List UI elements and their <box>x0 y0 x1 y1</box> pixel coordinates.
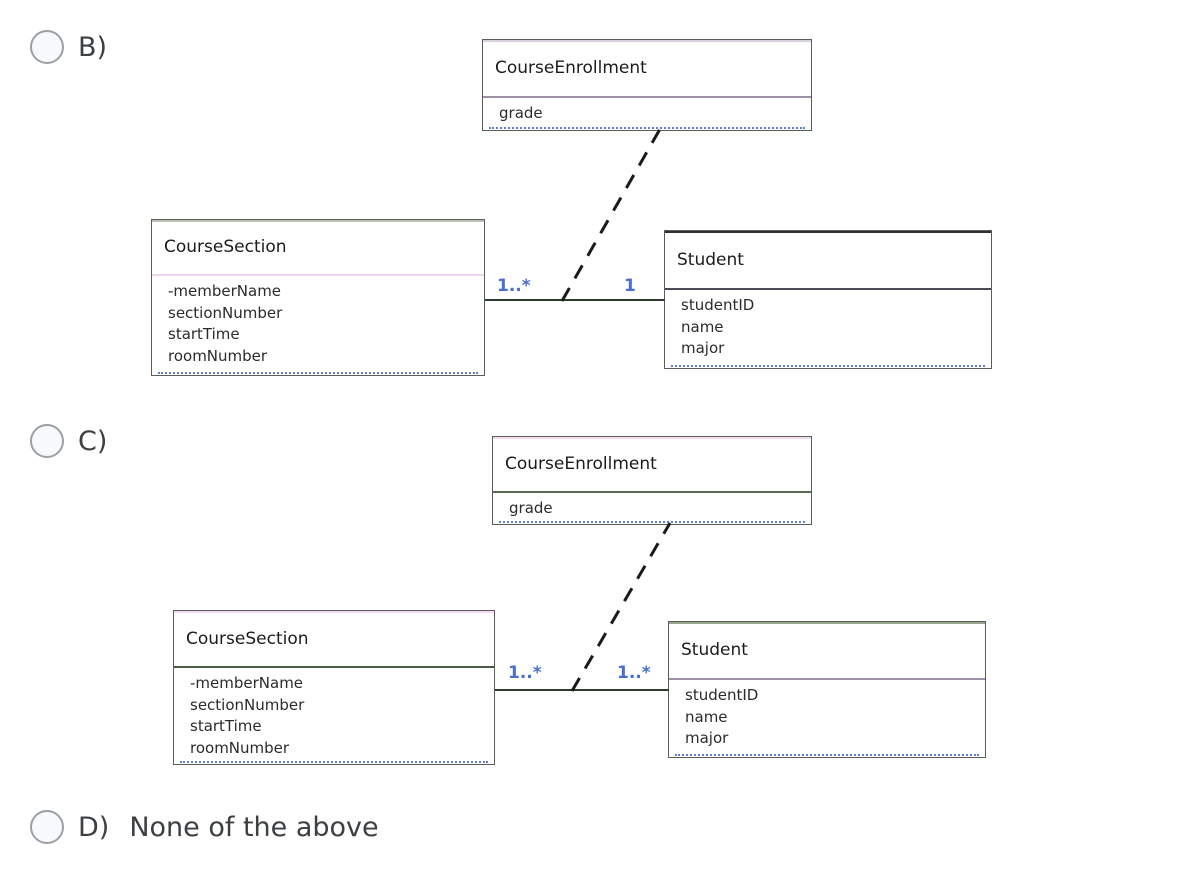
uml-attribute: studentID <box>681 296 755 314</box>
multiplicity-left-b: 1..* <box>497 276 531 296</box>
uml-attribute: name <box>685 707 728 726</box>
radio-button-d[interactable] <box>30 810 64 844</box>
uml-class-title: CourseEnrollment <box>495 58 647 78</box>
uml-class-course-section-c: CourseSection -memberName sectionNumber … <box>173 610 495 765</box>
uml-attribute: major <box>681 339 725 357</box>
option-letter-b: B) <box>78 31 108 63</box>
uml-attribute: grade <box>499 104 543 122</box>
box-top-accent-stripe <box>152 220 484 222</box>
attribute-dotted-rule <box>158 372 478 374</box>
uml-attribute: sectionNumber <box>190 695 305 714</box>
box-compartment-divider <box>483 96 811 98</box>
association-line-b <box>485 299 665 301</box>
box-top-accent-stripe <box>665 231 991 233</box>
box-compartment-divider <box>174 666 494 668</box>
uml-class-course-enrollment-b: CourseEnrollment grade <box>482 39 812 131</box>
uml-class-title: CourseEnrollment <box>505 454 657 474</box>
multiplicity-left-c: 1..* <box>508 663 542 683</box>
uml-class-course-enrollment-c: CourseEnrollment grade <box>492 436 812 525</box>
option-row-d[interactable]: D) None of the above <box>30 810 379 844</box>
uml-attributes-compartment: -memberName sectionNumber startTime room… <box>174 666 494 766</box>
uml-attribute: grade <box>509 499 553 517</box>
attribute-dotted-rule <box>499 521 805 523</box>
uml-attributes-compartment: grade <box>493 491 811 526</box>
radio-button-b[interactable] <box>30 30 64 64</box>
uml-attribute: startTime <box>168 325 240 343</box>
box-compartment-divider <box>665 288 991 290</box>
uml-class-title: Student <box>681 640 748 660</box>
uml-class-title: Student <box>677 249 744 270</box>
multiplicity-right-c: 1..* <box>617 663 651 683</box>
association-class-dashed-link-b <box>560 128 662 302</box>
uml-attributes-compartment: studentID name major <box>665 288 991 370</box>
uml-class-course-section-b: CourseSection -memberName sectionNumber … <box>151 219 485 376</box>
option-row-c[interactable]: C) <box>30 424 107 458</box>
option-text-d: None of the above <box>129 811 379 843</box>
uml-attribute: sectionNumber <box>168 303 283 322</box>
uml-attribute: major <box>685 729 729 747</box>
attribute-dotted-rule <box>675 754 979 756</box>
attribute-dotted-rule <box>671 365 985 367</box>
box-compartment-divider <box>152 274 484 276</box>
uml-attribute: -memberName <box>168 282 282 300</box>
association-line-c <box>495 689 669 691</box>
uml-attribute: name <box>681 317 724 336</box>
box-top-accent-stripe <box>669 622 985 624</box>
box-top-accent-stripe <box>483 40 811 42</box>
uml-attributes-compartment: grade <box>483 96 811 132</box>
box-top-accent-stripe <box>493 437 811 439</box>
uml-class-student-b: Student studentID name major <box>664 230 992 369</box>
attribute-dotted-rule <box>489 127 805 129</box>
uml-attribute: -memberName <box>190 674 304 692</box>
box-compartment-divider <box>669 678 985 680</box>
uml-class-title: CourseSection <box>164 237 287 257</box>
uml-attributes-compartment: studentID name major <box>669 678 985 759</box>
uml-attribute: startTime <box>190 717 262 735</box>
option-letter-d: D) <box>78 811 110 843</box>
uml-attribute: roomNumber <box>168 346 268 365</box>
multiplicity-right-b: 1 <box>624 276 636 296</box>
uml-class-title: CourseSection <box>186 628 309 649</box>
radio-button-c[interactable] <box>30 424 64 458</box>
option-row-b[interactable]: B) <box>30 30 107 64</box>
uml-class-student-c: Student studentID name major <box>668 621 986 758</box>
uml-attribute: roomNumber <box>190 738 290 757</box>
option-letter-c: C) <box>78 425 108 457</box>
uml-attribute: studentID <box>685 686 759 704</box>
box-top-accent-stripe <box>174 611 494 613</box>
uml-attributes-compartment: -memberName sectionNumber startTime room… <box>152 274 484 377</box>
box-compartment-divider <box>493 491 811 493</box>
attribute-dotted-rule <box>180 761 488 763</box>
